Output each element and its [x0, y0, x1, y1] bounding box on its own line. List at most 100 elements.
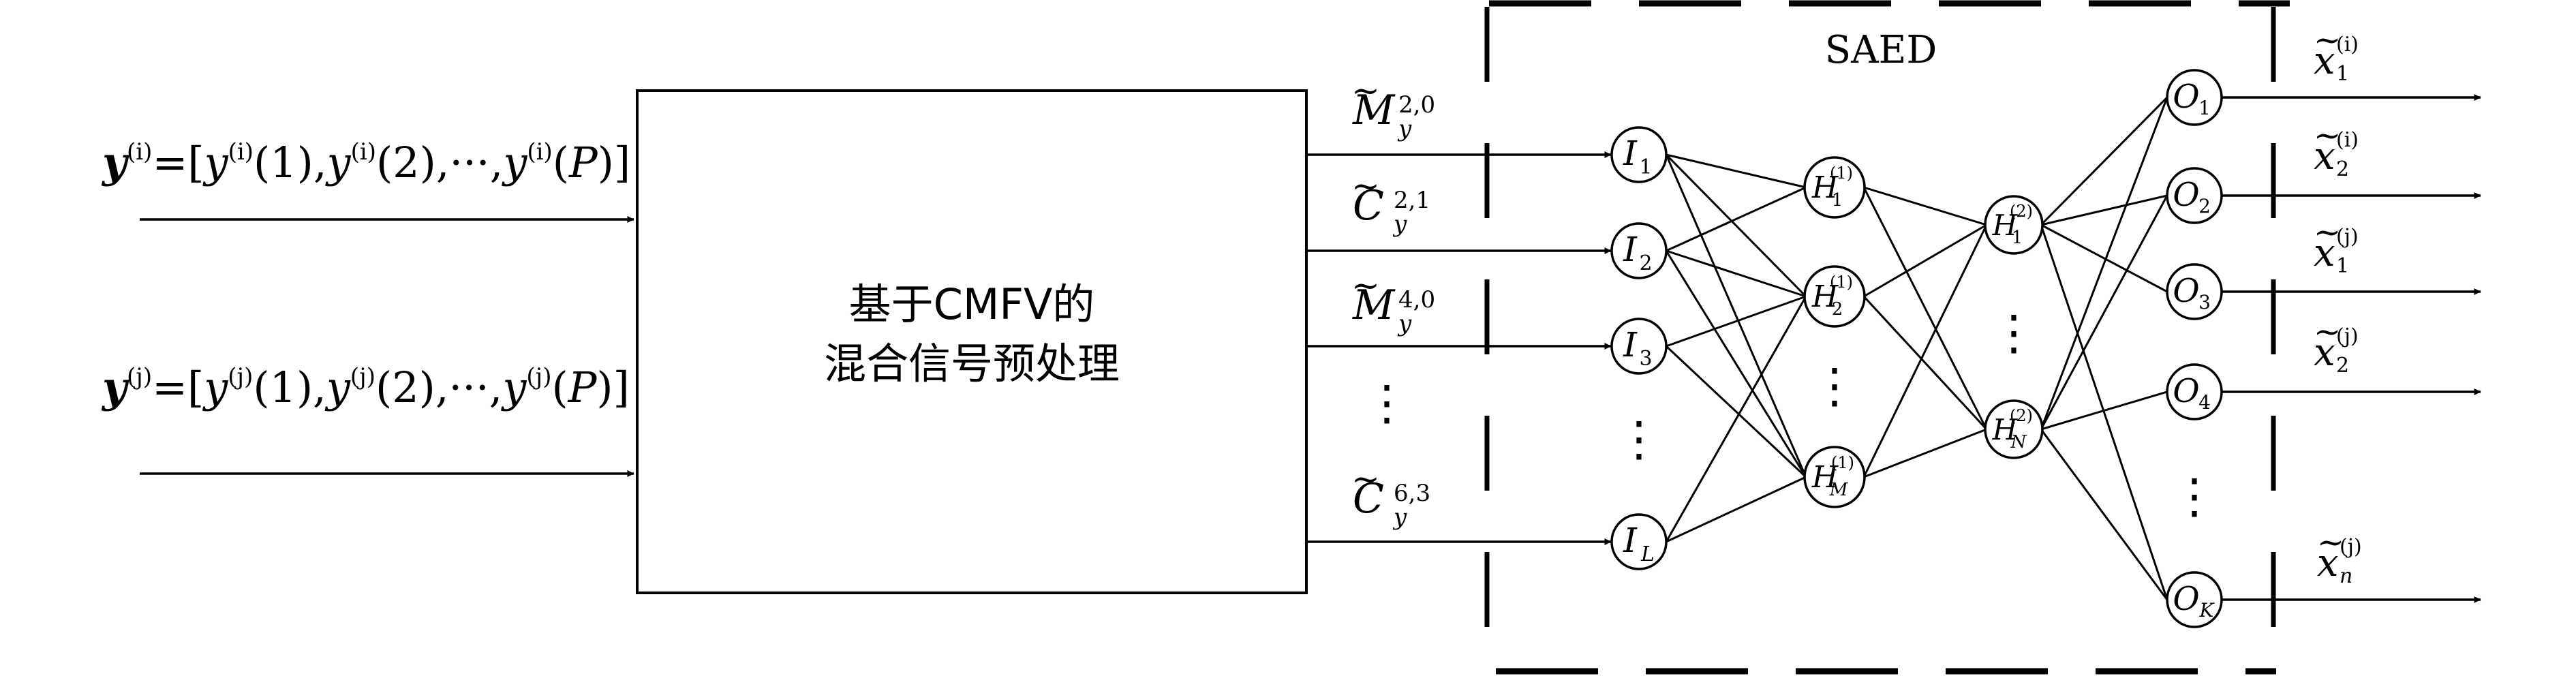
svg-text:(1): (1) — [1831, 453, 1854, 472]
feature-ellipsis: ⋮ — [1363, 375, 1411, 431]
svg-text:(2): (2) — [2010, 406, 2033, 425]
svg-text:O: O — [2173, 176, 2199, 214]
saed-title: SAED — [1825, 28, 1937, 72]
svg-text:~: ~ — [2314, 21, 2341, 59]
input-signal-j: y(j)=[y(j)(1),y(j)(2),···,y(j)(P)] — [101, 363, 634, 477]
output-label-x2-j: ~ x (j) 2 — [2314, 313, 2359, 378]
hidden2-ellipsis: ⋮ — [1990, 305, 2038, 360]
preprocess-label-line2: 混合信号预处理 — [824, 339, 1120, 388]
svg-text:x: x — [2317, 541, 2339, 585]
hidden1-node-2: H (1) 2 — [1803, 265, 1866, 328]
svg-text:(j): (j) — [2336, 225, 2359, 249]
output-arrows — [2222, 94, 2481, 603]
output-label-x1-j: ~ x (j) 1 — [2314, 213, 2359, 278]
svg-text:~: ~ — [2314, 117, 2341, 155]
svg-text:2: 2 — [2336, 157, 2349, 181]
svg-text:y: y — [1397, 115, 1412, 142]
hidden1-node-m: H (1) M — [1803, 446, 1866, 508]
svg-text:4,0: 4,0 — [1398, 286, 1435, 313]
svg-text:y(j)=[y(j)(1),y(j)(2),···,y(j): y(j)=[y(j)(1),y(j)(2),···,y(j)(P)] — [101, 363, 630, 412]
input-node-3: I 3 — [1610, 318, 1668, 375]
svg-text:~: ~ — [1351, 266, 1380, 305]
feature-label-c21: C ~ 2,1 y — [1351, 166, 1430, 238]
svg-text:H: H — [1992, 209, 2019, 242]
svg-text:(1): (1) — [1830, 164, 1853, 183]
svg-text:(1): (1) — [1830, 273, 1853, 292]
hidden2-node-1: H (2) 1 — [1984, 195, 2044, 255]
svg-text:C: C — [1353, 475, 1384, 523]
svg-text:(i): (i) — [2336, 128, 2359, 152]
svg-text:2: 2 — [2198, 195, 2211, 217]
svg-text:~: ~ — [1351, 71, 1380, 110]
hidden1-ellipsis: ⋮ — [1811, 358, 1858, 414]
svg-text:y: y — [1397, 310, 1412, 337]
svg-text:~: ~ — [1351, 459, 1380, 499]
svg-text:y: y — [1392, 504, 1407, 531]
svg-text:3: 3 — [1639, 347, 1652, 371]
svg-text:2: 2 — [1832, 299, 1843, 320]
svg-text:4: 4 — [2198, 391, 2211, 414]
feature-label-c63: C ~ 6,3 y — [1351, 459, 1430, 531]
svg-text:(j): (j) — [2336, 324, 2359, 348]
hidden2-node-n: H (2) N — [1984, 399, 2044, 459]
svg-text:2: 2 — [1639, 251, 1652, 275]
svg-text:M: M — [1352, 281, 1396, 329]
svg-text:H: H — [1811, 170, 1839, 205]
svg-text:1: 1 — [1832, 190, 1843, 211]
svg-text:(2): (2) — [2010, 202, 2033, 221]
input-node-ellipsis: ⋮ — [1615, 411, 1663, 467]
svg-text:x: x — [2314, 134, 2335, 179]
output-node-1: O 1 — [2166, 69, 2223, 126]
svg-text:1: 1 — [2198, 97, 2211, 119]
input-node-l: I L — [1610, 513, 1668, 570]
svg-text:M: M — [1829, 480, 1849, 500]
svg-text:y: y — [1392, 211, 1407, 238]
svg-text:~: ~ — [2314, 213, 2341, 251]
saed-box — [1484, 0, 2290, 675]
svg-text:O: O — [2173, 372, 2199, 410]
svg-text:I: I — [1623, 521, 1638, 560]
feature-label-m40: M ~ 4,0 y — [1351, 266, 1435, 337]
svg-text:O: O — [2173, 78, 2199, 116]
svg-text:H: H — [1811, 279, 1839, 314]
feature-label-m20: M ~ 2,0 y — [1351, 71, 1435, 142]
output-label-x1-i: ~ x (i) 1 — [2314, 21, 2359, 86]
svg-text:~: ~ — [2317, 523, 2344, 562]
svg-text:x: x — [2314, 39, 2335, 83]
input-node-1: I 1 — [1610, 126, 1668, 183]
output-node-3: O 3 — [2166, 263, 2223, 320]
edges-hidden1-hidden2 — [1862, 186, 1988, 478]
edges-hidden2-output — [2040, 96, 2168, 600]
input-signal-i: y(i)=[y(i)(1),y(i)(2),···,y(i)(P)] — [101, 138, 634, 223]
svg-text:~: ~ — [2314, 313, 2341, 351]
hidden1-node-1: H (1) 1 — [1803, 156, 1866, 219]
svg-text:2,1: 2,1 — [1394, 187, 1430, 214]
svg-text:N: N — [2010, 432, 2027, 452]
output-node-2: O 2 — [2166, 167, 2223, 224]
svg-text:2,0: 2,0 — [1398, 91, 1435, 119]
edges-input-hidden1 — [1665, 153, 1807, 543]
svg-text:6,3: 6,3 — [1394, 480, 1430, 507]
preprocess-label-line1: 基于CMFV的 — [849, 279, 1095, 329]
input-node-2: I 2 — [1610, 222, 1668, 279]
svg-text:x: x — [2314, 331, 2335, 375]
output-node-ellipsis: ⋮ — [2171, 468, 2218, 524]
svg-text:1: 1 — [1639, 155, 1652, 179]
svg-text:H: H — [1992, 413, 2019, 446]
svg-text:x: x — [2314, 231, 2335, 275]
svg-text:y(i)=[y(i)(1),y(i)(2),···,y(i): y(i)=[y(i)(1),y(i)(2),···,y(i)(P)] — [101, 138, 630, 187]
feature-arrows — [1306, 151, 1612, 545]
svg-text:n: n — [2340, 564, 2352, 588]
svg-text:1: 1 — [2336, 254, 2349, 278]
output-node-4: O 4 — [2166, 363, 2223, 420]
svg-text:M: M — [1352, 87, 1396, 134]
svg-text:L: L — [1640, 542, 1655, 566]
svg-text:(j): (j) — [2340, 535, 2362, 559]
output-label-x2-i: ~ x (i) 2 — [2314, 117, 2359, 181]
svg-text:2: 2 — [2336, 354, 2349, 378]
svg-text:~: ~ — [1351, 166, 1380, 206]
output-label-xn-j: ~ x (j) n — [2317, 523, 2362, 588]
preprocess-block: 基于CMFV的 混合信号预处理 — [636, 89, 1308, 594]
svg-text:H: H — [1811, 460, 1839, 495]
